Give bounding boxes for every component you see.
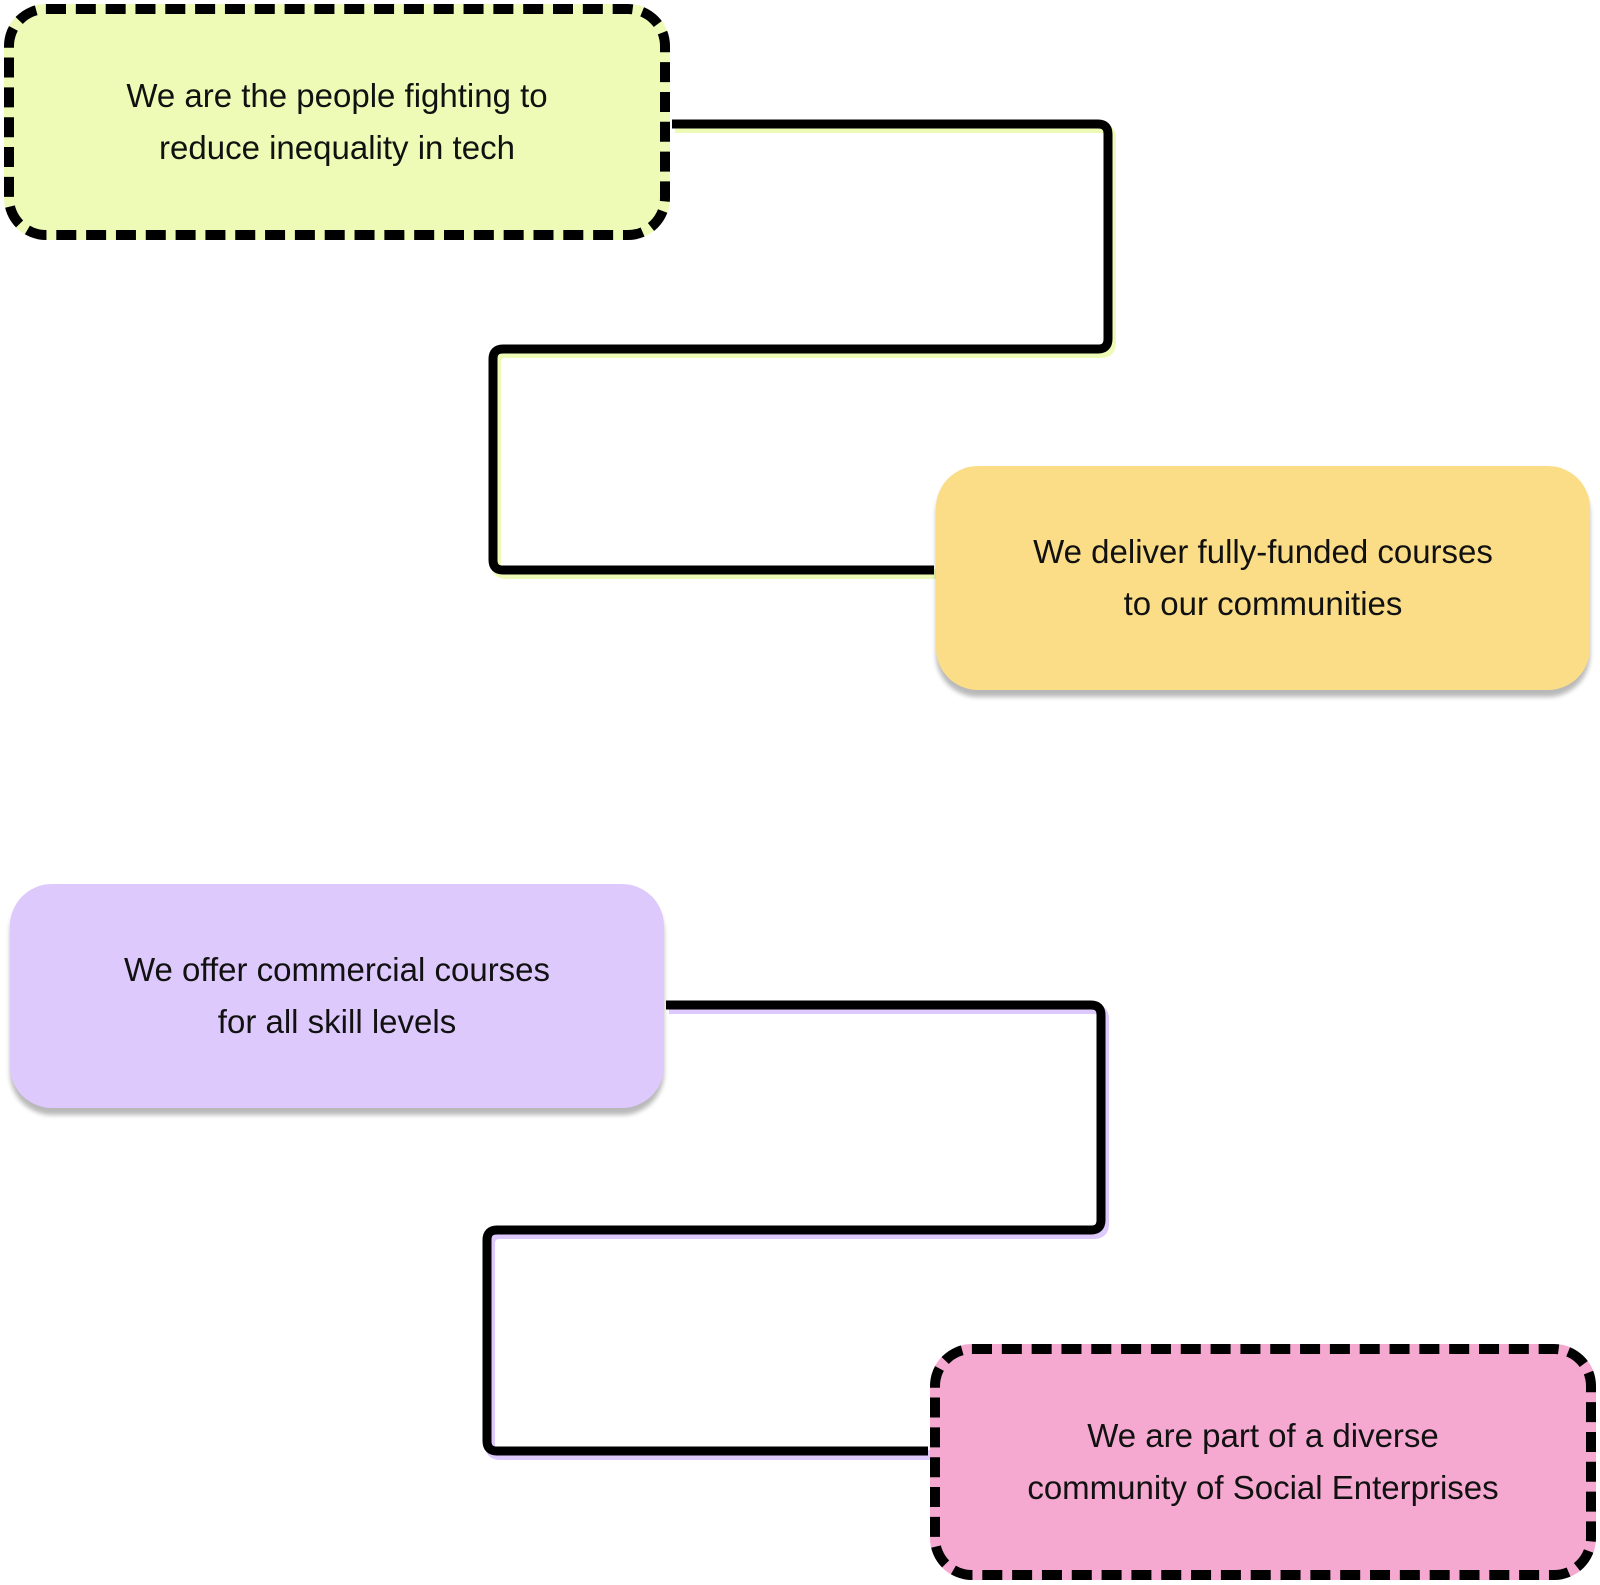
connector-line bbox=[488, 119, 1113, 575]
node-text: We offer commercial courses for all skil… bbox=[123, 951, 551, 1040]
node-text: We are part of a diverse community of So… bbox=[1027, 1417, 1499, 1506]
node-social-enterprises: We are part of a diverse community of So… bbox=[930, 1344, 1596, 1580]
node-reduce-inequality: We are the people fighting to reduce ine… bbox=[4, 4, 670, 240]
node-commercial-courses: We offer commercial courses for all skil… bbox=[10, 884, 664, 1108]
node-text: We are the people fighting to reduce ine… bbox=[126, 77, 548, 166]
node-text: We deliver fully-funded courses to our c… bbox=[1033, 533, 1493, 622]
connector-line bbox=[482, 1000, 1106, 1456]
node-fully-funded-courses: We deliver fully-funded courses to our c… bbox=[936, 466, 1590, 690]
